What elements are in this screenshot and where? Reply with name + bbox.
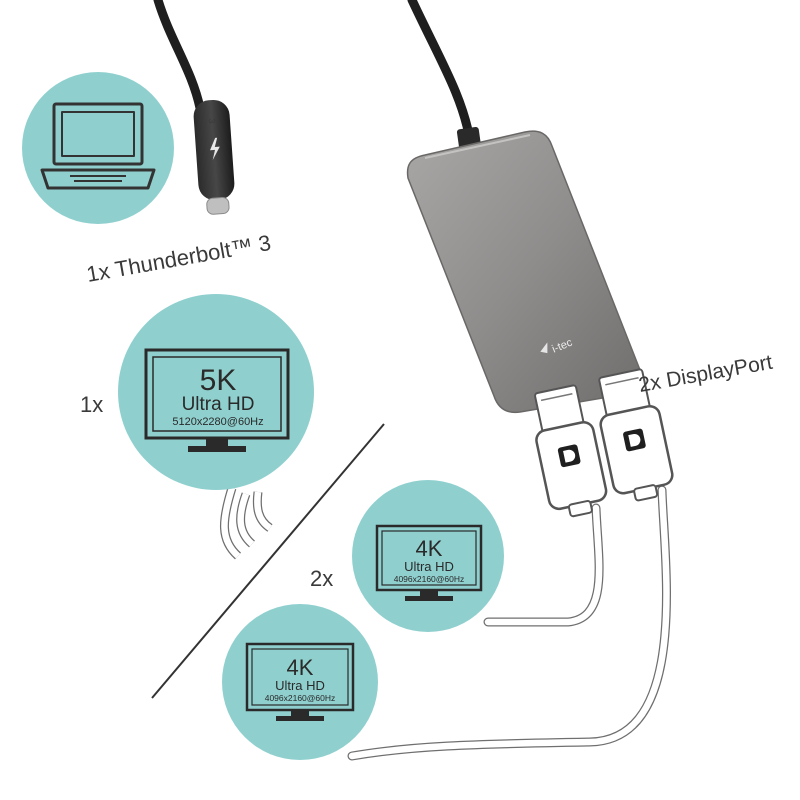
monitor-4k-2-name: Ultra HD	[275, 678, 325, 693]
displayport-label: 2x DisplayPort	[637, 351, 774, 397]
laptop-circle	[22, 72, 174, 224]
single-mode-count: 1x	[80, 392, 103, 417]
thunderbolt-port-number: 3	[207, 118, 217, 124]
monitor-4k-1-icon	[375, 524, 483, 601]
monitor-4k-1-resolution: 4K	[416, 536, 443, 561]
cable-to-monitor-2	[483, 503, 604, 627]
monitor-5k-name: Ultra HD	[182, 394, 255, 415]
monitor-4k-1-spec: 4096x2160@60Hz	[394, 574, 465, 584]
thunderbolt-cable	[153, 0, 205, 113]
monitor-4k-1-circle	[352, 480, 504, 632]
monitor-5k-resolution: 5K	[200, 364, 237, 397]
thunderbolt-icon	[210, 137, 220, 161]
displayport-icon	[623, 428, 646, 452]
monitor-4k-2-spec: 4096x2160@60Hz	[265, 693, 336, 703]
thunderbolt-label: 1x Thunderbolt™ 3	[85, 230, 273, 287]
hub-device: i-tec	[406, 130, 643, 414]
monitor-5k-icon	[144, 348, 290, 452]
dual-mode-count: 2x	[310, 566, 333, 591]
displayport-plug-1	[534, 384, 608, 518]
monitor-5k-circle	[118, 294, 314, 490]
displayport-icon	[557, 444, 581, 468]
monitor-5k-cable	[219, 486, 273, 560]
monitor-5k-spec: 5120x2280@60Hz	[172, 416, 263, 428]
displayport-plug-2	[598, 368, 674, 502]
laptop-icon	[40, 102, 156, 190]
cable-to-monitor-3-inner	[348, 486, 670, 760]
monitor-4k-2-icon	[245, 642, 355, 721]
monitor-4k-2-resolution: 4K	[287, 655, 314, 680]
cable-to-monitor-2-inner	[484, 504, 603, 626]
hub-cable	[407, 0, 475, 145]
thunderbolt-plug: 3	[193, 99, 235, 215]
mode-divider-line	[151, 423, 385, 699]
monitor-4k-1-name: Ultra HD	[404, 559, 454, 574]
